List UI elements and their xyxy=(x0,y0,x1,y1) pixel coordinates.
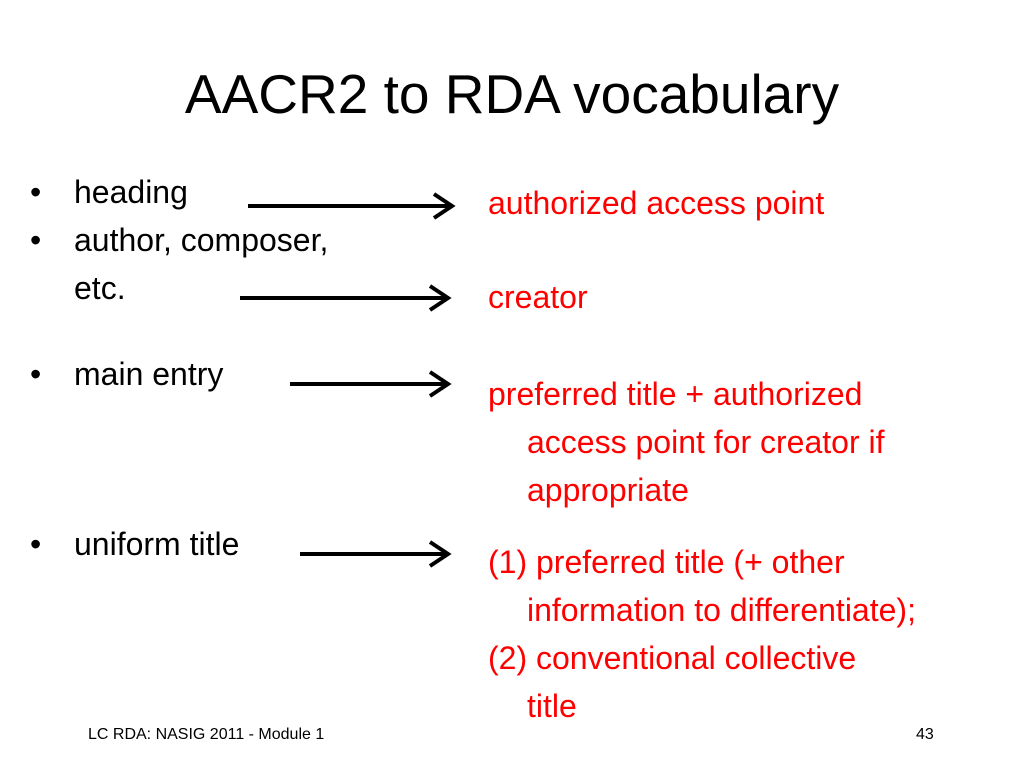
rda-term-creator: creator xyxy=(488,279,588,315)
aacr2-term-author: • author, composer, xyxy=(30,216,328,264)
aacr2-term-main-entry: • main entry xyxy=(30,350,223,398)
right-arrow-icon xyxy=(290,370,452,398)
page-number: 43 xyxy=(916,726,934,743)
rda-term-preferred-title-cont: appropriate xyxy=(527,472,689,508)
slide-title: AACR2 to RDA vocabulary xyxy=(184,63,840,125)
rda-term-uniform-title-mapping: (1) preferred title (+ other xyxy=(488,544,845,580)
bullet-icon: • xyxy=(30,174,42,210)
rda-term-preferred-title-cont: access point for creator if xyxy=(527,424,885,460)
right-arrow-icon xyxy=(240,284,452,312)
aacr2-term-heading: • heading xyxy=(30,168,188,216)
aacr2-term-text: uniform title xyxy=(74,526,240,562)
bullet-icon: • xyxy=(30,526,42,562)
rda-term-uniform-title-cont: (2) conventional collective xyxy=(488,640,857,676)
right-arrow-icon xyxy=(300,540,452,568)
rda-term-authorized-access-point: authorized access point xyxy=(488,185,825,221)
rda-term-preferred-title: preferred title + authorized xyxy=(488,376,863,412)
aacr2-term-author-cont: etc. xyxy=(74,270,126,306)
aacr2-term-text: heading xyxy=(74,174,188,210)
right-arrow-icon xyxy=(248,192,456,220)
rda-term-uniform-title-cont: information to differentiate); xyxy=(527,592,916,628)
aacr2-term-text: author, composer, xyxy=(74,222,329,258)
bullet-icon: • xyxy=(30,222,42,258)
aacr2-term-text: main entry xyxy=(74,356,224,392)
aacr2-term-uniform-title: • uniform title xyxy=(30,520,239,568)
rda-term-uniform-title-cont: title xyxy=(527,688,577,724)
bullet-icon: • xyxy=(30,356,42,392)
footer-label: LC RDA: NASIG 2011 - Module 1 xyxy=(88,726,325,743)
